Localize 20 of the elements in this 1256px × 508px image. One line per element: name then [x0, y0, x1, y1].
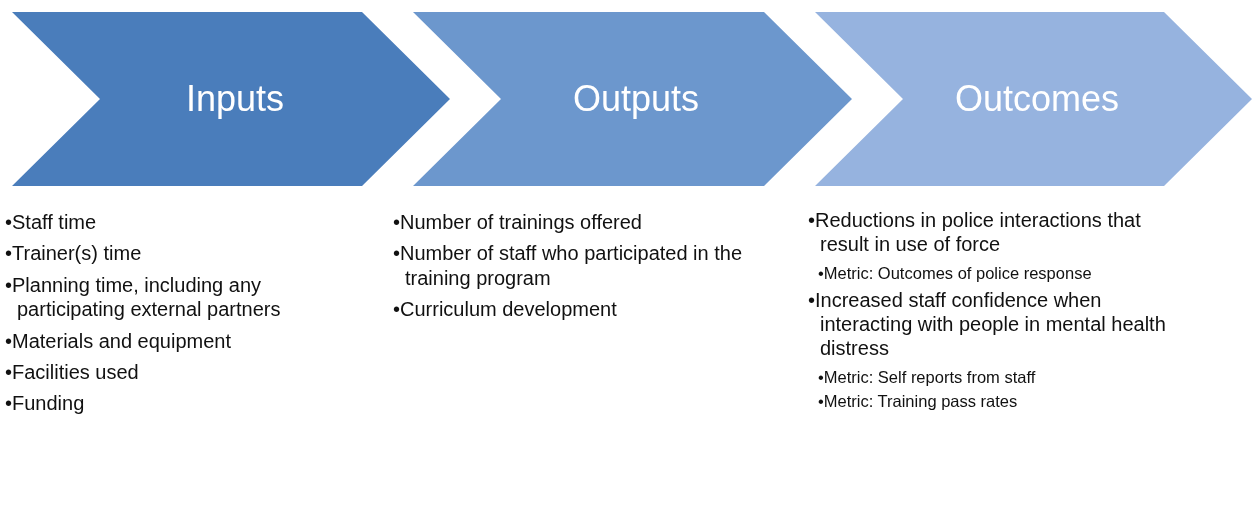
chevron-step: [815, 12, 1252, 186]
step-title: Outcomes: [954, 78, 1120, 120]
bullet-item: •Increased staff confidence when interacting with people in mental health distress: [808, 287, 1167, 361]
metric-bullet-item: •Metric: Outcomes of police response: [818, 263, 1093, 284]
bullet-item: •Funding: [5, 391, 86, 416]
bullet-item: •Trainer(s) time: [5, 241, 143, 266]
bullet-item: •Staff time: [5, 210, 98, 235]
metric-bullet-item: •Metric: Training pass rates: [818, 391, 1019, 412]
step-title: Inputs: [185, 78, 285, 120]
bullet-item: •Planning time, including any participating external partners: [5, 272, 282, 322]
bullet-item: •Number of trainings offered: [393, 210, 643, 235]
chevron-step: [413, 12, 852, 186]
bullet-item: •Curriculum development: [393, 297, 618, 322]
metric-bullet-item: •Metric: Self reports from staff: [818, 367, 1037, 388]
chevron-step: [12, 12, 450, 186]
step-title: Outputs: [572, 78, 700, 120]
bullet-item: •Facilities used: [5, 359, 140, 385]
bullet-item: •Number of staff who participated in the training program: [393, 241, 744, 291]
bullet-item: •Materials and equipment: [5, 328, 232, 353]
bullet-item: •Reductions in police interactions that result in use of force: [808, 208, 1142, 257]
